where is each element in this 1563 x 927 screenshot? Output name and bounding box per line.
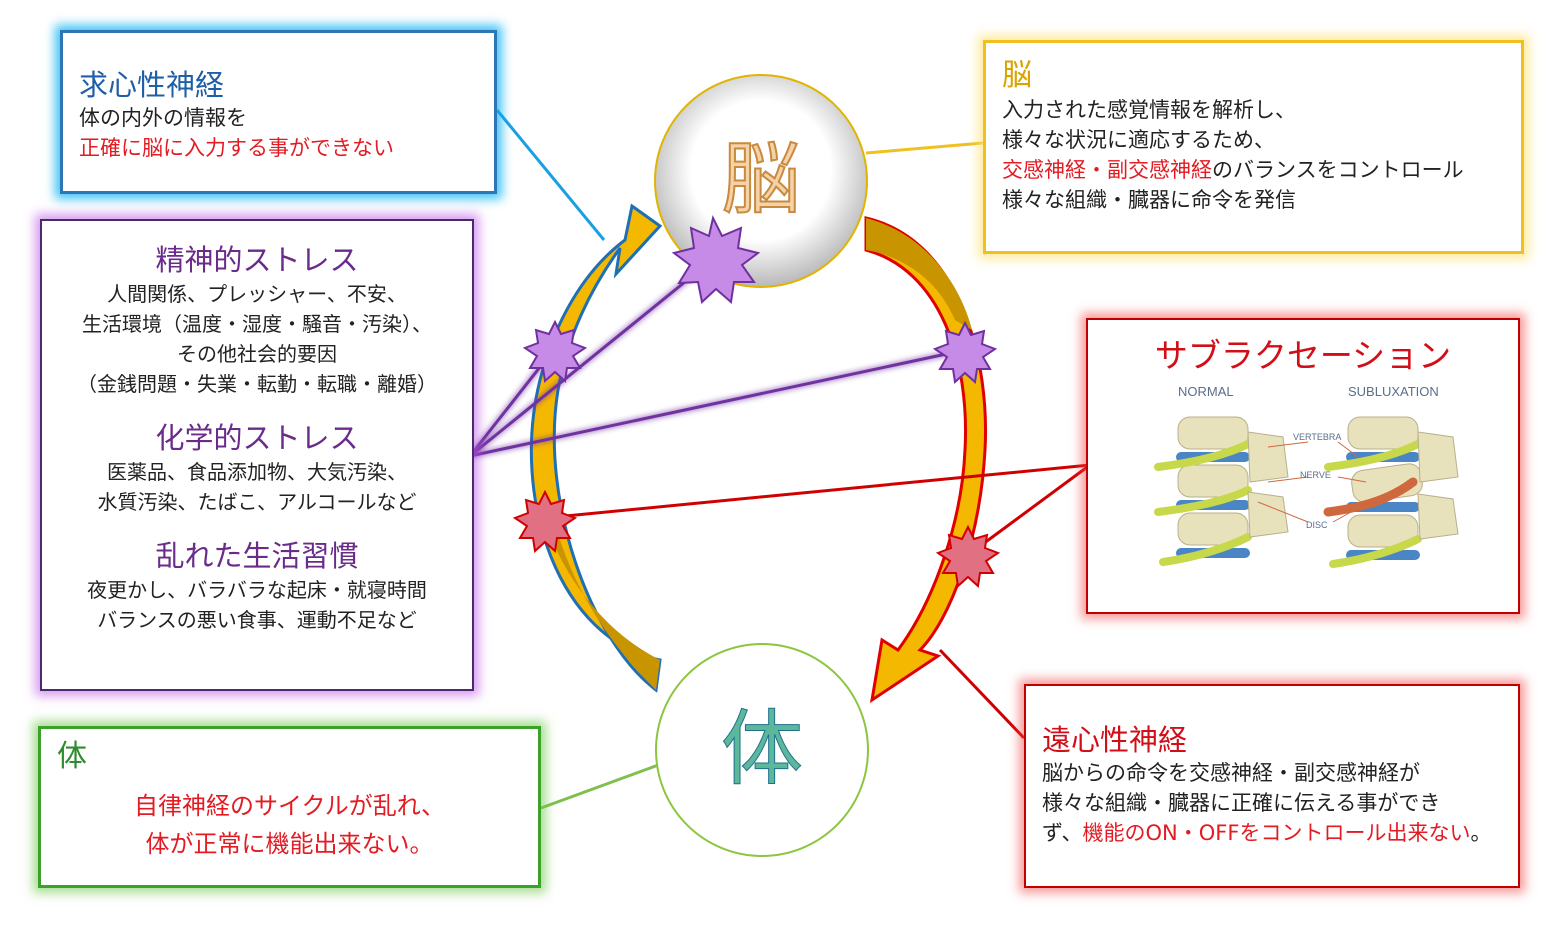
lifestyle-line-1: 夜更かし、バラバラな起床・就寝時間 — [87, 578, 427, 602]
brain-node-label: 脳 — [721, 134, 801, 226]
afferent-line-2: 正確に脳に入力する事ができない — [79, 136, 394, 160]
brain-node — [654, 74, 868, 288]
mental-stress-line-1: 人間関係、プレッシャー、不安、 — [107, 282, 407, 306]
stress-burst-efferent — [932, 320, 998, 384]
connector-efferent — [938, 648, 1026, 740]
sub-line-right — [967, 463, 1091, 557]
chemical-stress-line-1: 医薬品、食品添加物、大気汚染、 — [107, 460, 407, 484]
body-line-2: 体が正常に機能出来ない。 — [145, 830, 434, 858]
efferent-line-1: 脳からの命令を交感神経・副交感神経が — [1042, 761, 1420, 785]
efferent-line-3-end: 。 — [1470, 821, 1492, 845]
subluxation-spine — [1323, 416, 1459, 568]
efferent-arrow — [864, 216, 988, 704]
sub-burst-right — [935, 524, 1001, 588]
connector-body-box — [540, 758, 673, 810]
brain-line-3-rest: のバランスをコントロール — [1212, 158, 1464, 182]
brain-line-4: 様々な組織・臓器に命令を発信 — [1002, 188, 1296, 212]
label-normal: NORMAL — [1178, 384, 1234, 399]
normal-spine — [1154, 416, 1289, 566]
afferent-arrow — [529, 203, 663, 693]
stress-burst-brain — [671, 215, 761, 304]
mental-stress-title: 精神的ストレス — [155, 243, 359, 277]
body-node-label: 体 — [720, 702, 803, 798]
efferent-line-2: 様々な組織・臓器に正確に伝える事ができ — [1042, 791, 1441, 815]
efferent-nerve-box: 遠心性神経 脳からの命令を交感神経・副交感神経が 様々な組織・臓器に正確に伝える… — [1024, 684, 1520, 888]
body-box: 体 自律神経のサイクルが乱れ、 体が正常に機能出来ない。 — [38, 726, 541, 888]
efferent-arrow-upper — [866, 218, 972, 330]
brain-line-1: 入力された感覚情報を解析し、 — [1002, 98, 1296, 122]
lifestyle-title: 乱れた生活習慣 — [155, 539, 359, 573]
efferent-title: 遠心性神経 — [1042, 723, 1188, 757]
subluxation-title: サブラクセーション — [1154, 336, 1452, 375]
body-line-1: 自律神経のサイクルが乱れ、 — [133, 792, 446, 820]
brain-line-3: 交感神経・副交感神経のバランスをコントロール — [1002, 155, 1521, 185]
label-disc: DISC — [1306, 520, 1328, 530]
mental-stress-line-2: 生活環境（温度・湿度・騒音・汚染）、 — [82, 312, 432, 336]
brain-line-2: 様々な状況に適応するため、 — [1002, 128, 1275, 152]
afferent-title: 求心性神経 — [79, 68, 225, 102]
subluxation-box: サブラクセーション NORMAL SUBLUXATION — [1086, 318, 1520, 614]
efferent-line-3: ず、機能のON・OFFをコントロール出来ない。 — [1042, 818, 1518, 848]
stress-line-brain — [469, 258, 713, 458]
efferent-line-3-highlight: 機能のON・OFFをコントロール出来ない — [1082, 821, 1471, 845]
stress-line-efferent — [469, 348, 966, 458]
chemical-stress-title: 化学的ストレス — [155, 421, 359, 455]
sub-line-left — [544, 463, 1091, 520]
mental-stress-line-4: （金銭問題・失業・転勤・転職・離婚） — [77, 372, 437, 396]
body-node — [655, 643, 869, 857]
lifestyle-line-2: バランスの悪い食事、運動不足など — [97, 608, 417, 632]
stress-burst-afferent — [522, 319, 588, 383]
brain-box: 脳 入力された感覚情報を解析し、 様々な状況に適応するため、 交感神経・副交感神… — [983, 40, 1524, 254]
sub-burst-left — [512, 489, 578, 553]
afferent-arrow-lower — [545, 520, 660, 690]
connector-brain-box — [865, 141, 984, 155]
stress-box: 精神的ストレス 人間関係、プレッシャー、不安、 生活環境（温度・湿度・騒音・汚染… — [40, 219, 474, 691]
spine-illustration: NORMAL SUBLUXATION — [1154, 384, 1459, 568]
afferent-nerve-box: 求心性神経 体の内外の情報を 正確に脳に入力する事ができない — [60, 30, 497, 194]
brain-line-3-highlight: 交感神経・副交感神経 — [1002, 158, 1212, 182]
efferent-line-3-start: ず、 — [1042, 821, 1083, 845]
label-vertebra: VERTEBRA — [1293, 432, 1341, 442]
label-nerve: NERVE — [1300, 470, 1331, 480]
connector-afferent — [495, 109, 606, 241]
chemical-stress-line-2: 水質汚染、たばこ、アルコールなど — [97, 490, 417, 514]
afferent-line-1: 体の内外の情報を — [79, 106, 247, 130]
body-box-title: 体 — [57, 739, 87, 774]
mental-stress-line-3: その他社会的要因 — [177, 342, 337, 366]
brain-box-title: 脳 — [1002, 58, 1032, 93]
label-subluxation: SUBLUXATION — [1348, 384, 1439, 399]
